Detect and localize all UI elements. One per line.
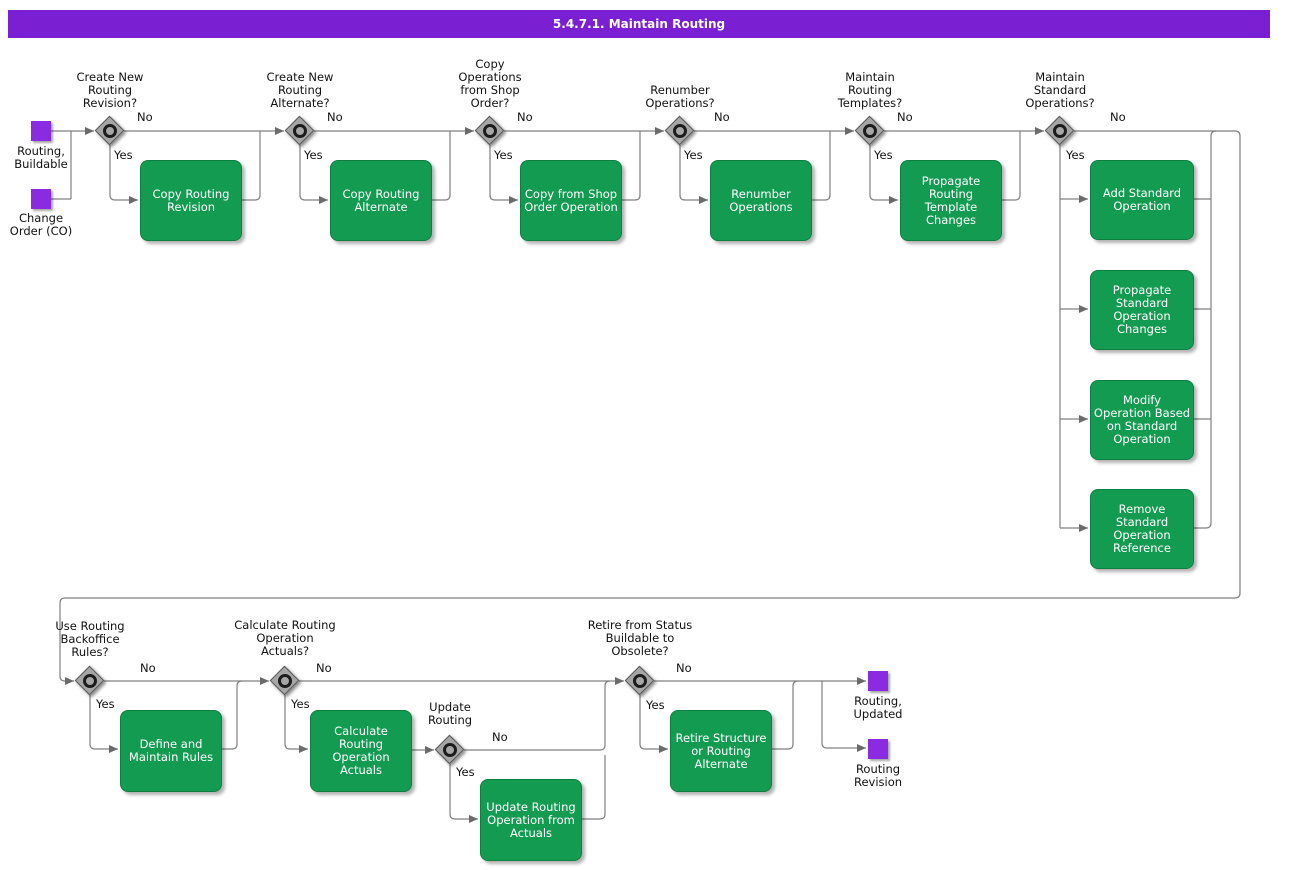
edge-p3-out (620, 131, 641, 201)
edge-label-yes: Yes (494, 148, 513, 162)
decision-circle-icon (278, 674, 292, 688)
edge-p5-out (1000, 131, 1021, 201)
decision-copy-operations-from-shop-order (474, 115, 505, 146)
decision-circle-icon (103, 124, 117, 138)
decision-update-routing (434, 734, 465, 765)
decision-calculate-routing-operation-actuals-label: Calculate Routing Operation Actuals? (234, 618, 336, 658)
edge-label-no: No (676, 661, 692, 675)
edge-b1-out (220, 680, 243, 750)
decision-circle-icon (483, 124, 497, 138)
edge-branch-to-revision (821, 681, 866, 752)
decision-retire-from-status-buildable-to-obsolete-label: Retire from Status Buildable to Obsolete… (587, 618, 693, 658)
edge-label-yes: Yes (291, 697, 310, 711)
edge-label-no: No (714, 110, 730, 124)
decision-maintain-routing-templates-label: Maintain Routing Templates? (837, 70, 903, 110)
decision-renumber-operations-label: Renumber Operations? (645, 83, 715, 110)
decision-create-new-routing-alternate (284, 115, 315, 146)
edge-wrap-around (59, 130, 1241, 685)
edge-label-no: No (492, 730, 508, 744)
start-node-routing-buildable (31, 121, 51, 141)
edge-p1-out (240, 131, 261, 201)
edge-label-yes: Yes (874, 148, 893, 162)
edge-d6-out4 (1192, 522, 1212, 529)
end-node-routing-revision-label: Routing Revision (853, 762, 903, 789)
end-node-routing-updated-label: Routing, Updated (853, 694, 903, 721)
edge-b3-out (770, 680, 799, 750)
edge-label-no: No (1110, 110, 1126, 124)
start-node-change-order-label: Change Order (CO) (9, 211, 73, 238)
decision-create-new-routing-alternate-label: Create New Routing Alternate? (266, 70, 334, 110)
decision-use-routing-backoffice-rules-label: Use Routing Backoffice Rules? (55, 619, 125, 659)
edge-d3-yes (489, 145, 518, 204)
decision-circle-icon (443, 743, 457, 757)
edge-label-yes: Yes (456, 765, 475, 779)
decision-renumber-operations (664, 115, 695, 146)
process-copy-routing-alternate: Copy Routing Alternate (330, 160, 432, 241)
edge-label-no: No (137, 110, 153, 124)
edge-b2-yes (284, 695, 308, 753)
end-node-routing-revision (868, 739, 888, 759)
edge-p2-out (430, 131, 451, 201)
edge-label-yes: Yes (114, 148, 133, 162)
edge-label-yes: Yes (1066, 148, 1085, 162)
process-copy-from-shop-order-operation: Copy from Shop Order Operation (520, 160, 622, 241)
end-node-routing-updated (868, 671, 888, 691)
start-node-routing-buildable-label: Routing, Buildable (14, 144, 68, 171)
process-remove-standard-operation-reference: Remove Standard Operation Reference (1090, 489, 1194, 569)
edge-start-merge (51, 130, 72, 200)
edge-d6-merge-rail (1210, 130, 1217, 523)
edge-label-no: No (316, 661, 332, 675)
flow-lines (51, 127, 1241, 823)
decision-circle-icon (83, 674, 97, 688)
decision-update-routing-label: Update Routing (427, 700, 473, 727)
edge-d5-yes (869, 145, 898, 204)
edge-label-yes: Yes (304, 148, 323, 162)
process-modify-operation-based-on-standard-operation: Modify Operation Based on Standard Opera… (1090, 380, 1194, 460)
edge-label-yes: Yes (96, 697, 115, 711)
decision-create-new-routing-revision (94, 115, 125, 146)
edge-p4-out (810, 131, 831, 201)
edge-d2-yes (299, 145, 328, 204)
process-propagate-routing-template-changes: Propagate Routing Template Changes (900, 160, 1002, 241)
decision-circle-icon (1053, 124, 1067, 138)
edge-label-yes: Yes (684, 148, 703, 162)
decision-create-new-routing-revision-label: Create New Routing Revision? (76, 70, 144, 110)
edge-ur-no (464, 680, 611, 751)
process-add-standard-operation: Add Standard Operation (1090, 160, 1194, 240)
decision-circle-icon (863, 124, 877, 138)
decision-calculate-routing-operation-actuals (269, 665, 300, 696)
process-calculate-routing-operation-actuals: Calculate Routing Operation Actuals (310, 710, 412, 792)
decision-maintain-routing-templates (854, 115, 885, 146)
edge-b1-yes (89, 695, 118, 753)
edge-label-no: No (140, 661, 156, 675)
decision-maintain-standard-operations (1044, 115, 1075, 146)
start-node-change-order (31, 189, 51, 209)
process-update-routing-operation-from-actuals: Update Routing Operation from Actuals (480, 779, 582, 861)
decision-copy-operations-from-shop-order-label: Copy Operations from Shop Order? (458, 57, 522, 110)
edge-ur-yes (449, 764, 478, 823)
edge-upd-out (580, 755, 606, 820)
edge-label-no: No (327, 110, 343, 124)
process-propagate-standard-operation-changes: Propagate Standard Operation Changes (1090, 270, 1194, 350)
diagram-title-bar: 5.4.7.1. Maintain Routing (8, 10, 1270, 38)
decision-circle-icon (293, 124, 307, 138)
decision-circle-icon (673, 124, 687, 138)
process-define-and-maintain-rules: Define and Maintain Rules (120, 710, 222, 792)
decision-maintain-standard-operations-label: Maintain Standard Operations? (1025, 70, 1095, 110)
edge-label-yes: Yes (646, 698, 665, 712)
edge-label-no: No (897, 110, 913, 124)
edge-b3-yes (639, 695, 668, 753)
edge-label-no: No (517, 110, 533, 124)
process-retire-structure-or-routing-alternate: Retire Structure or Routing Alternate (670, 710, 772, 792)
decision-use-routing-backoffice-rules (74, 665, 105, 696)
process-renumber-operations: Renumber Operations (710, 160, 812, 241)
process-copy-routing-revision: Copy Routing Revision (140, 160, 242, 241)
decision-retire-from-status-buildable-to-obsolete (624, 665, 655, 696)
edge-d1-yes (109, 145, 138, 204)
decision-circle-icon (633, 674, 647, 688)
edge-d4-yes (679, 145, 708, 204)
